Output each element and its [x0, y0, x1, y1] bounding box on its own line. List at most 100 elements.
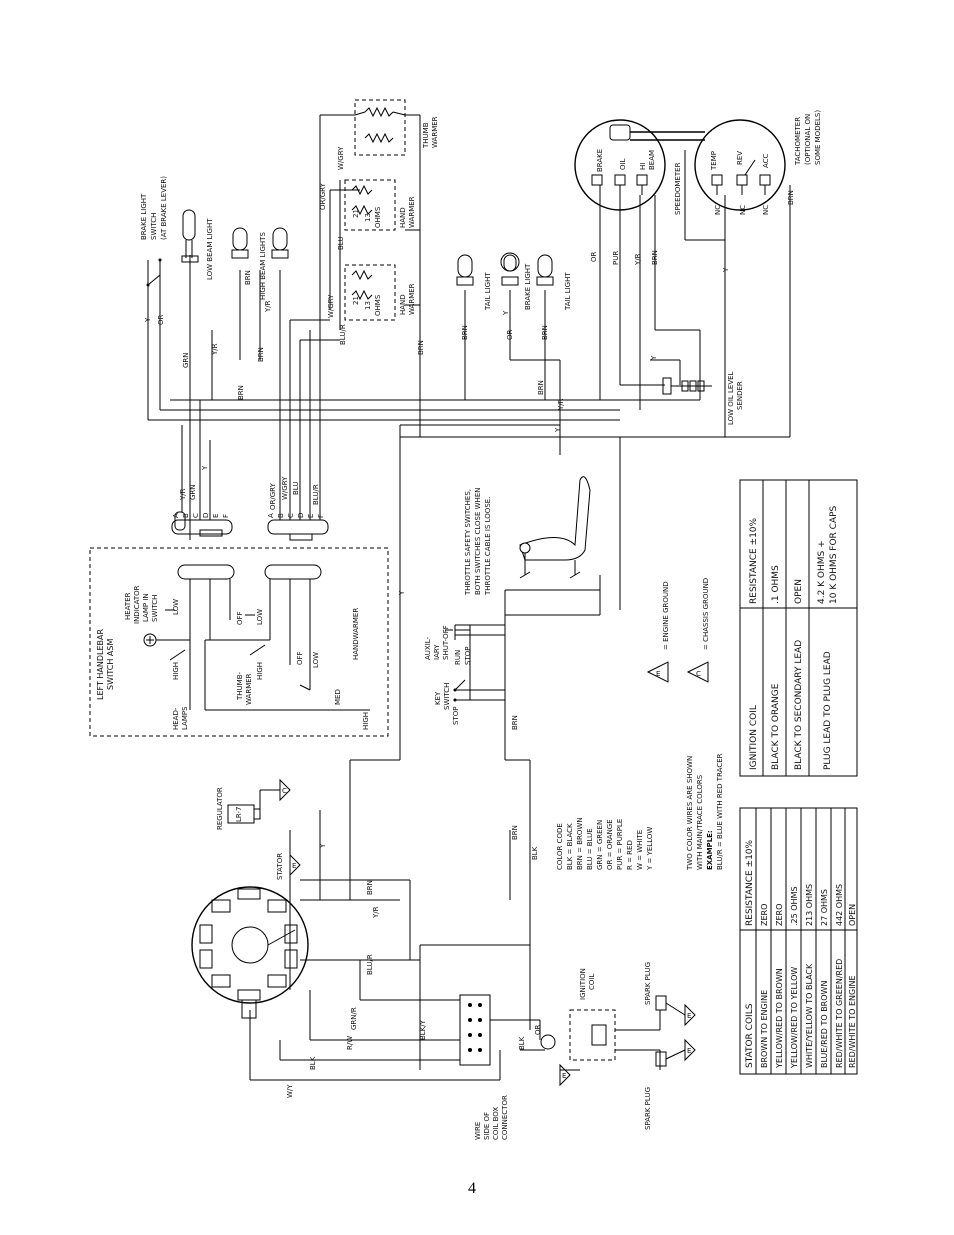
connector-left-pin-d: D — [202, 513, 210, 518]
hand-warmer-upper: 21 13 OHMS HAND WARMER — [344, 179, 416, 231]
wire-label-brn-7: BRN — [537, 380, 545, 395]
thumb-warmer-switch-2: WARMER — [245, 673, 253, 705]
connector-right: A B C D E F — [267, 513, 329, 541]
wire-label-orgry-1: OR/GRY — [319, 182, 327, 210]
aux-label-3: SHUT-OFF — [442, 625, 450, 660]
low-oil-label-2: SENDER — [736, 381, 744, 410]
wire-label-blky-1: BLK/Y — [419, 1019, 427, 1040]
connector-right-pin-e: E — [307, 514, 315, 518]
auxiliary-shutoff-switch: AUXIL- IARY SHUT-OFF RUN STOP — [424, 625, 472, 665]
head-lamps-2: LAMPS — [181, 706, 189, 730]
aux-label-1: AUXIL- — [424, 636, 432, 660]
gauge-acc-label: ACC — [762, 153, 770, 168]
ignition-row1-col1: BLACK TO ORANGE — [771, 683, 781, 770]
ignition-coil: E IGNITION COIL — [540, 968, 616, 1087]
wire-label-wgry-3: W/GRY — [281, 476, 289, 500]
stator-header-col2: RESISTANCE ±10% — [745, 839, 755, 926]
connector-right-pin-b: B — [277, 513, 285, 518]
ignition-row1-col2: .1 OHMS — [771, 565, 781, 604]
speedometer-label: SPEEDOMETER — [674, 162, 682, 215]
wire-label-blu-2: BLU — [292, 482, 300, 495]
spark-plug-label-1: SPARK PLUG — [644, 962, 652, 1005]
hand-warmer-lower: 21 13 OHMS HAND WARMER — [344, 264, 416, 321]
switch-off-2: OFF — [296, 651, 304, 665]
switch-asm-title-1: LEFT HANDLEBAR — [96, 628, 105, 700]
low-beam-label: LOW BEAM LIGHT — [206, 218, 214, 280]
color-code-brn: BRN = BROWN — [576, 817, 584, 870]
wire-label-wgry-1: W/GRY — [327, 294, 335, 318]
switch-high-1: HIGH — [172, 662, 180, 680]
switch-asm-title-2: SWITCH ASM — [106, 639, 115, 690]
gauge-hi-label: HI — [639, 163, 647, 170]
high-beam-label: HIGH BEAM LIGHTS — [259, 232, 267, 300]
connector-right-pin-a: A — [267, 513, 275, 518]
tachometer-gauge: TEMP REV ACC NC NC NC TACHOMETER (OPTION… — [694, 110, 822, 215]
switch-low-1: LOW — [172, 599, 180, 615]
wire-label-y-4: Y — [650, 355, 658, 361]
tail-light-label-1: TAIL LIGHT — [484, 272, 492, 311]
gauge-temp-label: TEMP — [710, 151, 718, 171]
wire-label-orgry-2: OR/GRY — [269, 482, 277, 510]
color-code-example-text: BLU/R = BLUE WITH RED TRACER — [716, 753, 724, 870]
engine-ground-symbol: E — [656, 670, 660, 678]
brake-light-label: BRAKE LIGHT — [524, 263, 532, 310]
color-code-blk: BLK = BLACK — [566, 823, 574, 870]
gauge-beam-label: BEAM — [648, 150, 656, 170]
color-code-blu: BLU = BLUE — [586, 828, 594, 870]
connector-left: A B C D E F — [171, 511, 233, 537]
stator-row1-col2: ZERO — [760, 904, 769, 926]
connector-left-pin-c: C — [192, 513, 200, 518]
high-beam-lights: HIGH BEAM LIGHTS — [231, 227, 289, 300]
ignition-coil-label-1: IGNITION — [579, 968, 587, 1000]
ignition-coil-table: IGNITION COIL RESISTANCE ±10% BLACK TO O… — [739, 479, 858, 777]
wire-labels: Y OR GRN Y/R BRN BRN BRN Y/R W/GRY BLU O… — [144, 146, 795, 1098]
wire-label-brn-5: BRN — [461, 325, 469, 340]
stator-row3-col1: YELLOW/RED TO YELLOW — [790, 967, 799, 1069]
ignition-row2-col2: OPEN — [794, 579, 804, 604]
wire-label-brn-1: BRN — [237, 385, 245, 400]
stator-row2-col2: ZERO — [775, 904, 784, 926]
low-beam-light: LOW BEAM LIGHT — [181, 209, 214, 280]
tail-brake-lights: TAIL LIGHT BRAKE LIGHT TAIL LIGHT — [456, 252, 572, 311]
connector-left-pin-f: F — [222, 514, 230, 518]
wire-label-yr-1: Y/R — [211, 343, 219, 356]
throttle-note-1: THROTTLE SAFETY SWITCHES, — [464, 489, 472, 596]
key-switch-label-2: SWITCH — [443, 683, 451, 710]
tach-label-3: SOME MODELS) — [814, 110, 822, 165]
regulator: C REGULATOR LR-7 — [216, 778, 291, 830]
regulator-ground-symbol: C — [282, 787, 287, 795]
heater-label-4: SWITCH — [151, 595, 159, 622]
hand-warmer-upper-ohms-unit: OHMS — [374, 206, 382, 228]
stator-ground-symbol: E — [292, 862, 296, 870]
connector-left-pin-e: E — [212, 514, 220, 518]
color-code-title: COLOR CODE — [556, 823, 564, 870]
color-code-or: OR = ORANGE — [606, 819, 614, 870]
spark-plugs: E E SPARK PLUG SPARK PLUG — [644, 962, 696, 1130]
ignition-header-col2: RESISTANCE ±10% — [749, 517, 759, 604]
ignition-header-col1: IGNITION COIL — [749, 705, 759, 770]
wire-label-brn-11: BRN — [511, 825, 519, 840]
ignition-row3-col2-line1: 4.2 K OHMS + — [817, 540, 827, 604]
wire-label-blu-1: BLU — [337, 237, 345, 250]
ignition-ground-symbol: E — [562, 1072, 566, 1080]
ignition-row3-col2-line2: 10 K OHMS FOR CAPS — [829, 505, 839, 604]
throttle-safety-switches: THROTTLE SAFETY SWITCHES, BOTH SWITCHES … — [464, 476, 591, 596]
ignition-row2-col1: BLACK TO SECONDARY LEAD — [794, 640, 804, 770]
wire-label-y-2: Y — [502, 310, 510, 316]
left-handlebar-switch-asm: LEFT HANDLEBAR SWITCH ASM HEATER INDICAT… — [89, 547, 389, 737]
switch-high-2: HIGH — [256, 662, 264, 680]
wire-label-blk-3: BLK — [518, 1036, 526, 1050]
stator-coils — [199, 888, 298, 1019]
wire-label-brn-8: BRN — [651, 250, 659, 265]
stator-row5-col1: BLUE/RED TO BROWN — [820, 981, 829, 1068]
ignition-row3-col1: PLUG LEAD TO PLUG LEAD — [823, 651, 833, 770]
gauge-oil-label: OIL — [619, 158, 627, 170]
wire-label-blk-1: BLK — [531, 846, 539, 860]
thumb-warmer-switch-1: THUMB- — [236, 671, 244, 701]
tach-label-2: (OPTIONAL ON — [804, 114, 812, 165]
wire-label-yr-6: Y/R — [372, 906, 380, 919]
key-switch: KEY SWITCH STOP — [434, 679, 466, 725]
gauge-brake-label: BRAKE — [596, 149, 604, 172]
wire-label-grnr-1: GRN/R — [350, 1007, 358, 1030]
color-code-example-label: EXAMPLE: — [706, 830, 714, 870]
